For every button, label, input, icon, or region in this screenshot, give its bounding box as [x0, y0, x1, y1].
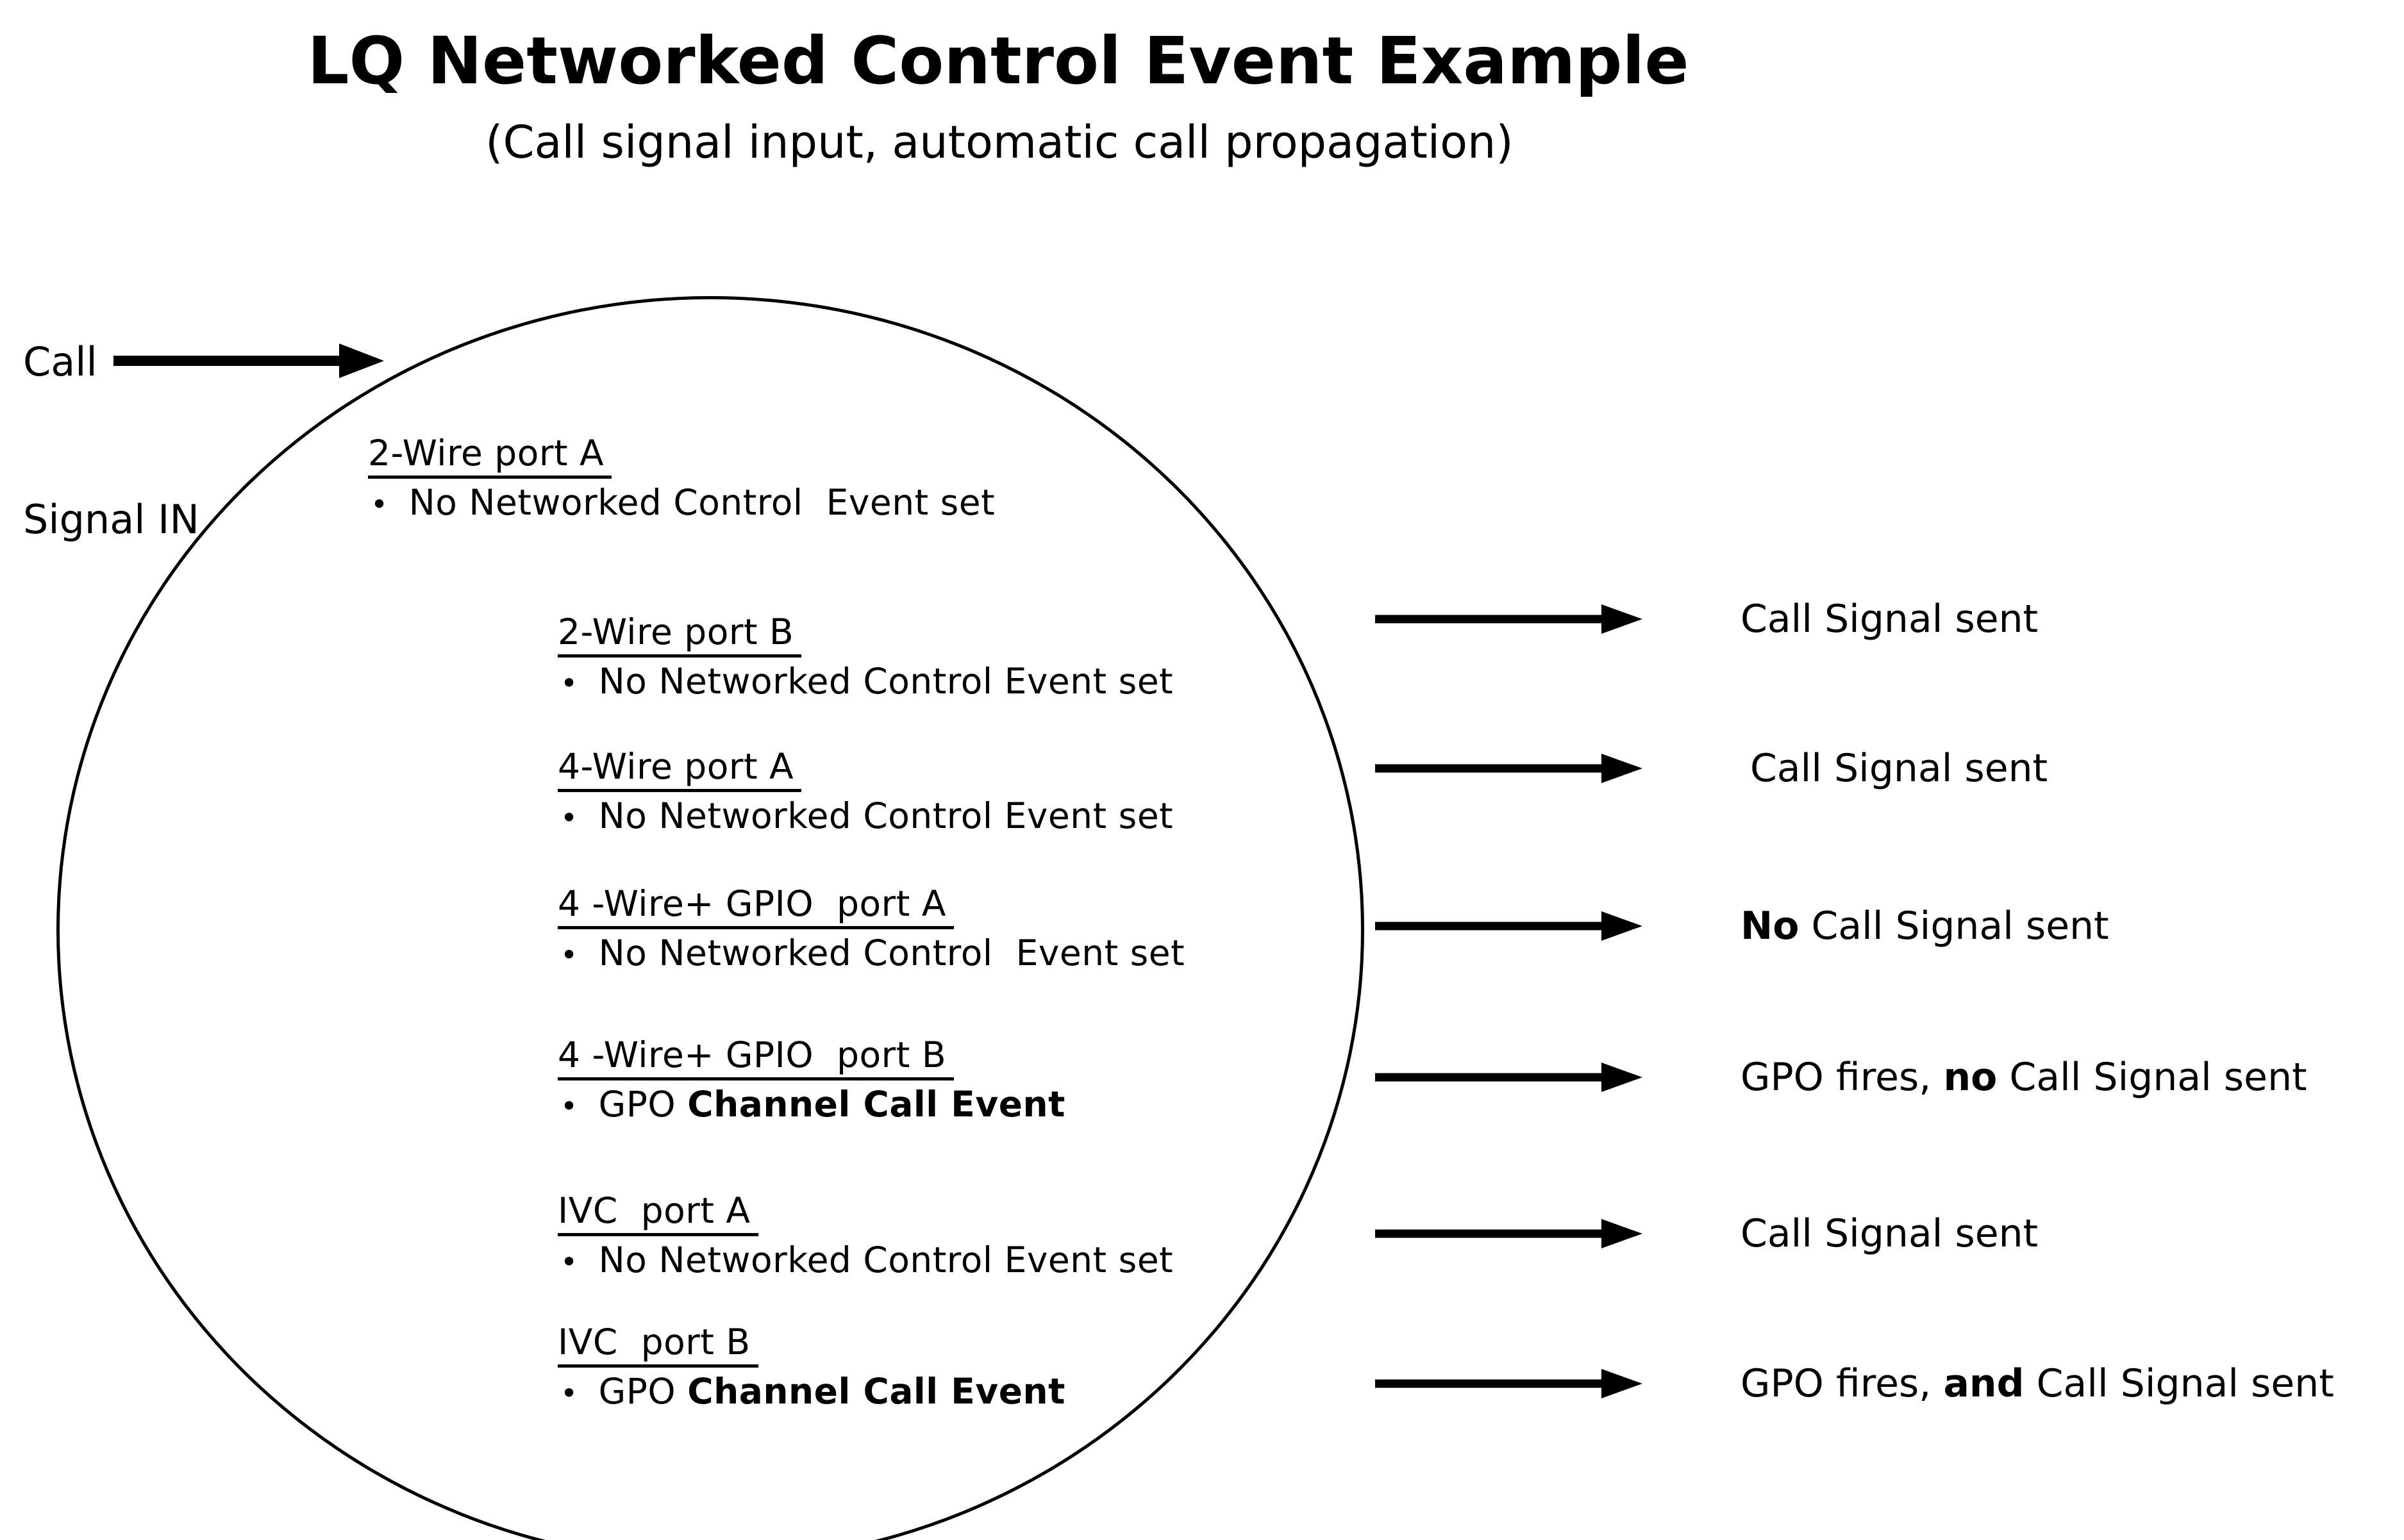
- port-heading: 4 -Wire+ GPIO port B: [558, 1034, 1065, 1080]
- port-group: 4 -Wire+ GPIO port A • No Networked Contro…: [558, 883, 1185, 975]
- bullet-icon: •: [560, 666, 578, 700]
- output-arrow: [1375, 1369, 1642, 1398]
- plain-text: Call Signal sent: [1740, 597, 2039, 642]
- plain-text: GPO fires,: [1740, 1361, 1944, 1406]
- port-heading: IVC port B: [558, 1321, 1065, 1368]
- output-label: Call Signal sent: [1740, 1212, 2038, 1255]
- port-event-text: GPO Channel Call Event: [599, 1084, 1065, 1125]
- port-name: 4 -Wire+ GPIO port A: [558, 886, 954, 929]
- output-arrow: [1375, 911, 1642, 941]
- emphasis-text: and: [1943, 1361, 2024, 1406]
- plain-text: GPO: [598, 1084, 688, 1125]
- output-label: Call Signal sent: [1750, 747, 2048, 790]
- port-event-text: No Networked Control Event set: [599, 661, 1174, 702]
- port-name: 2-Wire port A: [368, 435, 612, 479]
- emphasis-text: no: [1943, 1055, 1998, 1100]
- bullet-icon: •: [560, 1245, 578, 1279]
- plain-text: Call Signal sent: [1740, 1211, 2039, 1256]
- plain-text: GPO fires,: [1740, 1055, 1944, 1100]
- arrow-head-icon: [1601, 1063, 1642, 1092]
- output-label: GPO fires, and Call Signal sent: [1740, 1362, 2334, 1405]
- arrow-head-icon: [1601, 754, 1642, 783]
- call-signal-in-line1: Call: [23, 338, 97, 385]
- bullet-icon: •: [560, 938, 578, 972]
- port-event-text: No Networked Control Event set: [409, 482, 996, 523]
- output-arrow: [1375, 754, 1642, 783]
- port-heading: 4 -Wire+ GPIO port A: [558, 883, 1185, 929]
- port-group: IVC port A • No Networked Control Event se…: [558, 1190, 1173, 1282]
- call-signal-in-line2: Signal IN: [23, 496, 199, 543]
- arrow-shaft: [1375, 615, 1601, 624]
- plain-text: No Networked Control Event set: [598, 795, 1174, 836]
- arrow-shaft: [1375, 764, 1601, 773]
- bullet-icon: •: [560, 1376, 578, 1411]
- plain-text: No Networked Control Event set: [408, 482, 996, 523]
- port-event-text: No Networked Control Event set: [599, 1239, 1174, 1280]
- input-arrow: [113, 344, 384, 378]
- plain-text: Call Signal sent: [2024, 1361, 2334, 1406]
- output-label: No Call Signal sent: [1740, 904, 2109, 948]
- port-event-row: • No Networked Control Event set: [558, 795, 1173, 838]
- port-event-row: • GPO Channel Call Event: [558, 1371, 1065, 1414]
- port-event-row: • No Networked Control Event set: [558, 661, 1173, 704]
- arrow-shaft: [113, 356, 342, 366]
- arrow-head-icon: [339, 344, 384, 378]
- bullet-icon: •: [371, 487, 388, 522]
- port-event-row: • No Networked Control Event set: [558, 1239, 1173, 1282]
- emphasis-text: No: [1740, 904, 1799, 948]
- plain-text: Call Signal sent: [1750, 746, 2048, 791]
- plain-text: Call Signal sent: [1799, 904, 2109, 948]
- call-signal-in-label: Call Signal IN: [23, 231, 199, 651]
- port-name: IVC port A: [558, 1193, 758, 1236]
- port-event-row: • No Networked Control Event set: [368, 482, 995, 525]
- port-group: 4 -Wire+ GPIO port B • GPO Channel Call Ev…: [558, 1034, 1065, 1127]
- plain-text: No Networked Control Event set: [598, 1239, 1174, 1280]
- port-heading: 2-Wire port A: [368, 433, 995, 479]
- port-heading: 4-Wire port A: [558, 746, 1173, 792]
- port-name: 4-Wire port A: [558, 749, 802, 792]
- port-event-text: No Networked Control Event set: [599, 932, 1185, 973]
- bullet-icon: •: [560, 1089, 578, 1123]
- plain-text: No Networked Control Event set: [598, 932, 1185, 973]
- bullet-icon: •: [560, 800, 578, 835]
- output-label: Call Signal sent: [1740, 597, 2038, 641]
- port-name: IVC port B: [558, 1324, 758, 1368]
- diagram-subtitle: (Call signal input, automatic call propa…: [485, 116, 1514, 169]
- port-event-row: • No Networked Control Event set: [558, 932, 1185, 975]
- port-name: 4 -Wire+ GPIO port B: [558, 1037, 955, 1080]
- port-event-text: GPO Channel Call Event: [599, 1371, 1065, 1412]
- output-arrow: [1375, 604, 1642, 634]
- output-arrow: [1375, 1219, 1642, 1248]
- plain-text: Call Signal sent: [1997, 1055, 2307, 1100]
- lq-unit-circle: [56, 296, 1364, 1540]
- arrow-head-icon: [1601, 911, 1642, 941]
- arrow-shaft: [1375, 922, 1601, 931]
- port-heading: 2-Wire port B: [558, 611, 1173, 658]
- diagram-title: LQ Networked Control Event Example: [307, 23, 1689, 99]
- plain-text: GPO: [598, 1371, 688, 1412]
- emphasis-text: Channel Call Event: [687, 1371, 1065, 1412]
- port-group: IVC port B • GPO Channel Call Event: [558, 1321, 1065, 1414]
- output-arrow: [1375, 1063, 1642, 1092]
- port-group: 2-Wire port A • No Networked Control Event…: [368, 433, 995, 525]
- arrow-head-icon: [1601, 604, 1642, 634]
- emphasis-text: Channel Call Event: [687, 1084, 1065, 1125]
- port-event-row: • GPO Channel Call Event: [558, 1084, 1065, 1127]
- arrow-head-icon: [1601, 1369, 1642, 1398]
- arrow-head-icon: [1601, 1219, 1642, 1248]
- arrow-shaft: [1375, 1379, 1601, 1388]
- port-event-text: No Networked Control Event set: [599, 795, 1174, 836]
- output-label: GPO fires, no Call Signal sent: [1740, 1056, 2307, 1099]
- port-group: 2-Wire port B • No Networked Control Event…: [558, 611, 1173, 704]
- port-group: 4-Wire port A • No Networked Control Event…: [558, 746, 1173, 838]
- port-name: 2-Wire port B: [558, 614, 802, 658]
- plain-text: No Networked Control Event set: [598, 661, 1174, 702]
- port-heading: IVC port A: [558, 1190, 1173, 1236]
- arrow-shaft: [1375, 1229, 1601, 1238]
- arrow-shaft: [1375, 1073, 1601, 1082]
